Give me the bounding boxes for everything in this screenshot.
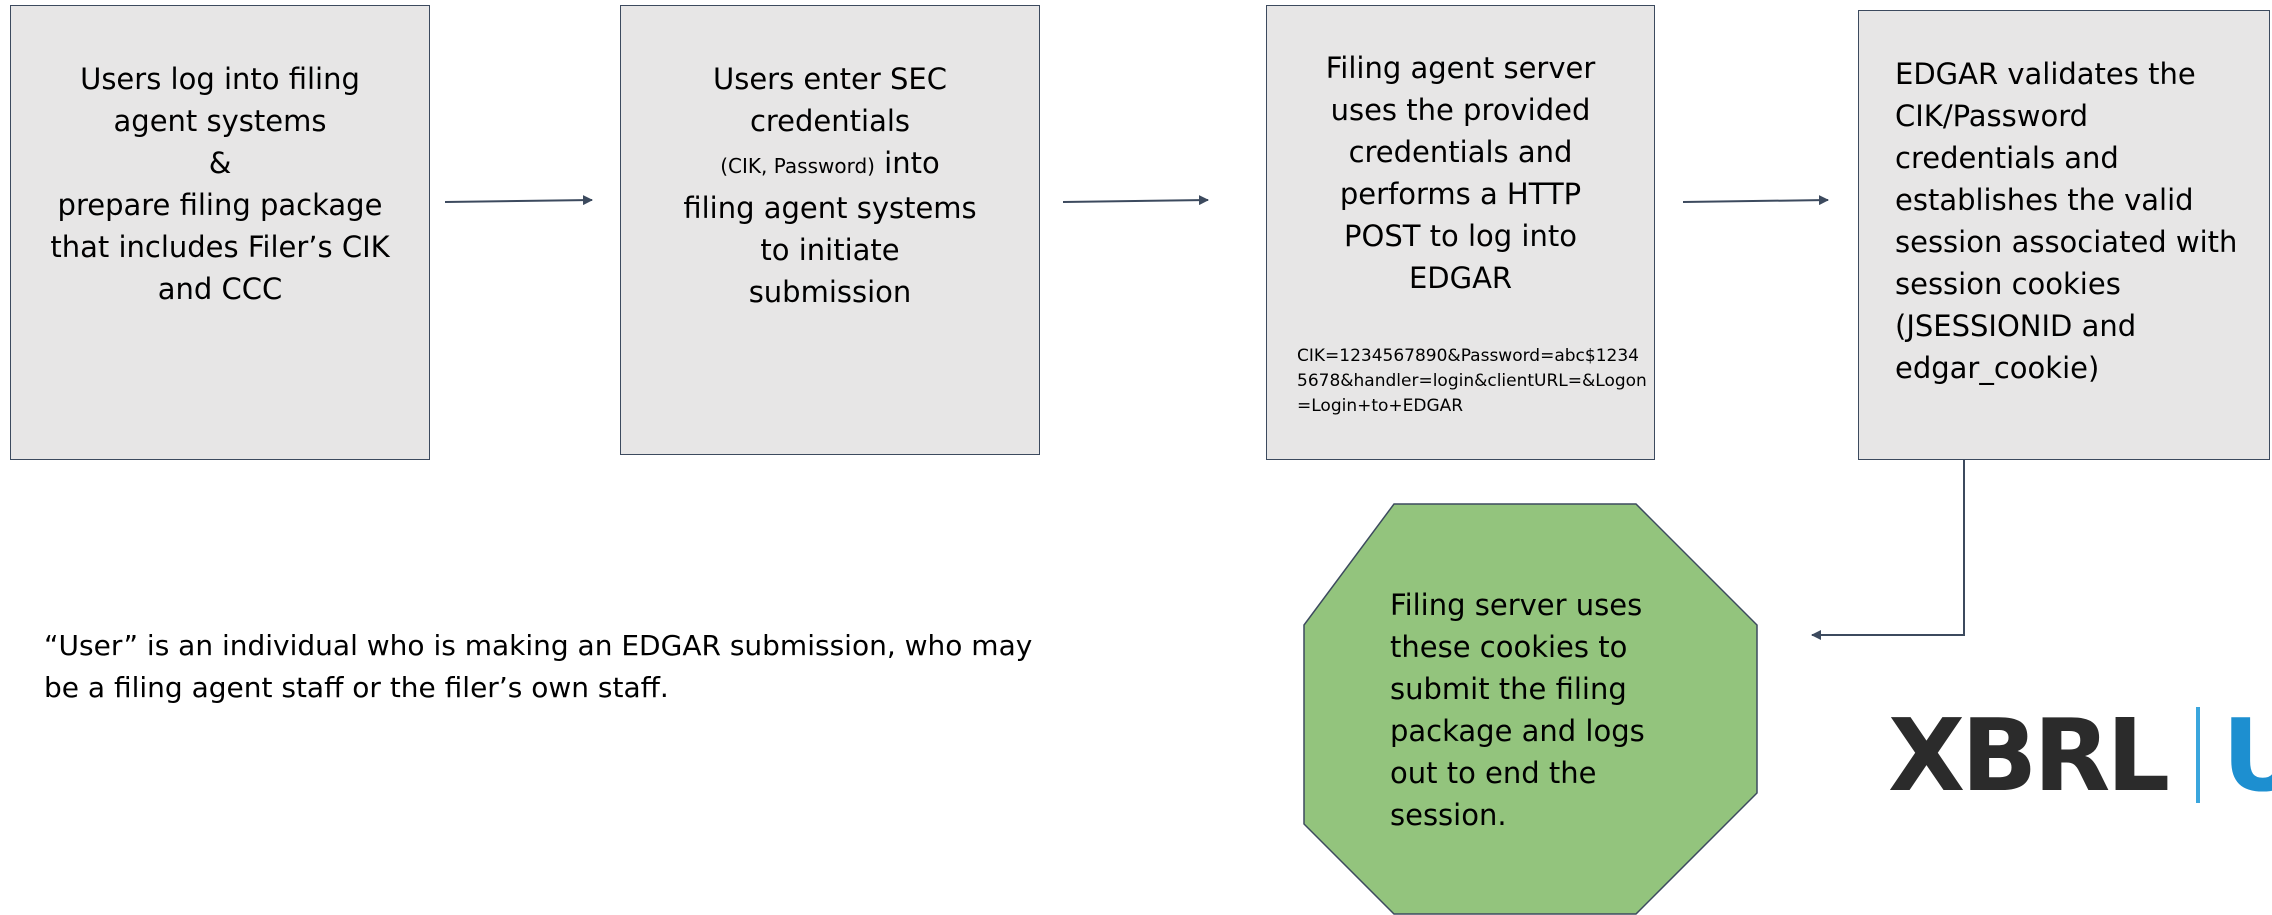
octagon-text: Filing server uses these cookies to subm… xyxy=(1390,584,1650,836)
arrow-1 xyxy=(444,195,593,206)
box4-line: session cookies xyxy=(1895,267,2121,301)
box4-line: edgar_cookie) xyxy=(1895,351,2100,385)
connector-elbow-arrow xyxy=(1811,460,1965,640)
box2-line: credentials xyxy=(749,104,911,138)
step-box-login: Users log into filing agent systems & pr… xyxy=(10,5,430,460)
post-body-text: CIK=1234567890&Password=abc$12345678&han… xyxy=(1297,346,1647,416)
box2-credentials-note: (CIK, Password) xyxy=(720,154,875,178)
user-definition-note: “User” is an individual who is making an… xyxy=(44,625,1084,709)
box4-line: session associated with xyxy=(1895,225,2238,259)
logo-brl: BRL xyxy=(1961,696,2170,814)
box1-line: & xyxy=(208,146,232,180)
box3-line: credentials and xyxy=(1348,135,1573,169)
box4-line: (JSESSIONID and xyxy=(1895,309,2137,343)
box2-line: submission xyxy=(748,275,912,309)
box3-line: EDGAR xyxy=(1408,261,1513,295)
box4-line: credentials and xyxy=(1895,141,2119,175)
step-box-http-post: Filing agent server uses the provided cr… xyxy=(1266,5,1655,460)
arrow-3 xyxy=(1682,195,1829,206)
box1-line: and CCC xyxy=(157,272,283,306)
box4-line: establishes the valid xyxy=(1895,183,2194,217)
box3-line: POST to log into xyxy=(1344,219,1577,253)
box3-line: uses the provided xyxy=(1330,93,1591,127)
box1-line: that includes Filer’s CIK xyxy=(50,230,390,264)
octagon-line: session. xyxy=(1390,798,1507,832)
box1-line: agent systems xyxy=(113,104,327,138)
box4-line: CIK/Password xyxy=(1895,99,2089,133)
octagon-line: Filing server uses xyxy=(1390,588,1643,622)
note-line: be a filing agent staff or the filer’s o… xyxy=(44,671,669,704)
box2-line: filing agent systems xyxy=(683,191,977,225)
box2-line: to initiate xyxy=(760,233,900,267)
logo-us: US xyxy=(2222,696,2272,814)
octagon-shape xyxy=(1303,503,1758,915)
octagon-line: these cookies to xyxy=(1390,630,1628,664)
octagon-line: out to end the xyxy=(1390,756,1597,790)
box3-line: Filing agent server xyxy=(1325,51,1596,85)
box3-line: performs a HTTP xyxy=(1339,177,1582,211)
box1-line: prepare filing package xyxy=(57,188,383,222)
box2-line-rest: into xyxy=(874,146,940,180)
octagon-line: submit the filing xyxy=(1390,672,1627,706)
octagon-line: package and logs xyxy=(1390,714,1645,748)
box1-line: Users log into filing xyxy=(80,62,360,96)
box2-line: Users enter SEC xyxy=(713,62,947,96)
note-line: “User” is an individual who is making an… xyxy=(44,629,1033,662)
step-box-edgar-validates: EDGAR validates the CIK/Password credent… xyxy=(1858,10,2270,460)
step-box-enter-credentials: Users enter SEC credentials (CIK, Passwo… xyxy=(620,5,1040,455)
logo-x: X xyxy=(1888,696,1965,814)
logo-separator xyxy=(2196,707,2201,803)
box2-line: (CIK, Password) into xyxy=(621,142,1039,187)
box4-line: EDGAR validates the xyxy=(1895,57,2196,91)
arrow-2 xyxy=(1062,195,1209,206)
